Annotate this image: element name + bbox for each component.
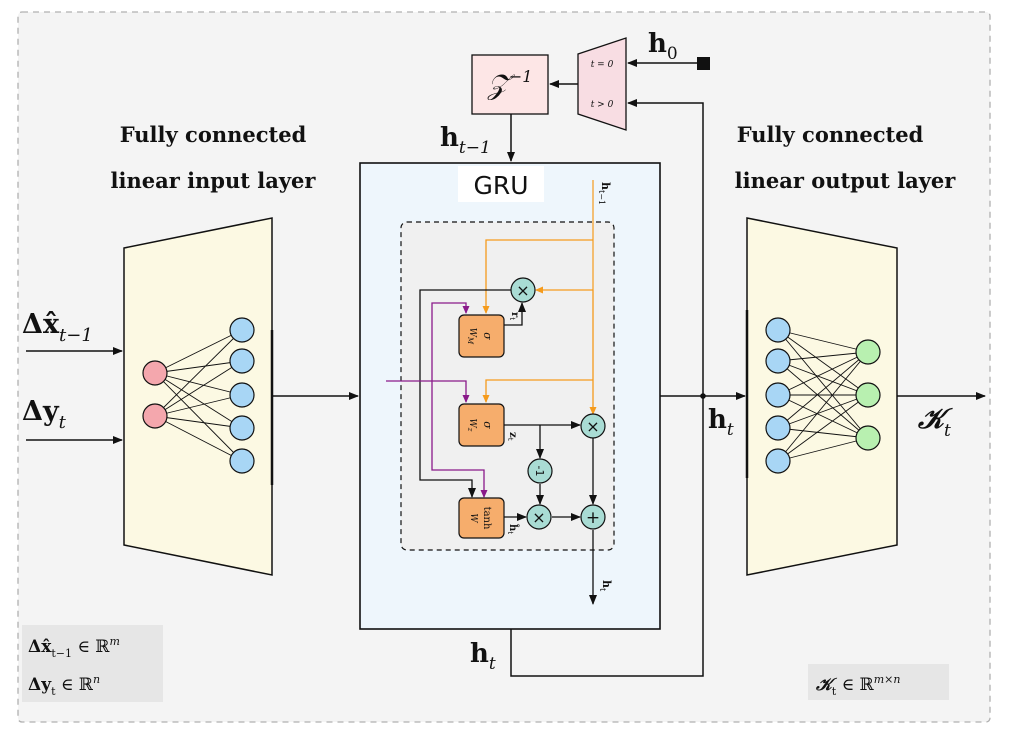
input-layer-title-line1: Fully connected <box>120 122 307 147</box>
delay-box <box>471 54 549 115</box>
input-layer-title-line2: linear input layer <box>111 168 317 193</box>
out-hidden-node-2 <box>765 348 791 374</box>
input-dx-label: Δx̂t−1 <box>22 309 93 346</box>
output-node-1 <box>855 339 881 365</box>
op-mult-reset: × <box>510 277 536 303</box>
hidden-node-2 <box>229 348 255 374</box>
legend-right-line1: 𝒦t ∈ ℝm×n <box>815 673 900 698</box>
output-layer-network <box>777 329 869 462</box>
hidden-node-5 <box>229 448 255 474</box>
out-hidden-node-1 <box>765 317 791 343</box>
h0-source-square <box>697 57 710 70</box>
orange-wires <box>482 239 597 415</box>
gate-z: σ Wz <box>458 403 505 447</box>
svg-text:-1: -1 <box>533 466 546 477</box>
r-label: rt <box>508 312 520 320</box>
gru-title: GRU <box>473 171 528 200</box>
black-wires <box>419 289 597 605</box>
h0-label: h0 <box>648 29 678 64</box>
h-prev-label: ht−1 <box>440 123 491 158</box>
delay-label: 𝒵−1 <box>487 67 533 101</box>
svg-text:+: + <box>586 508 600 528</box>
svg-text:σ: σ <box>481 421 494 429</box>
out-hidden-node-4 <box>765 415 791 441</box>
hhat-label: ĥt <box>506 523 519 534</box>
output-layer-title-line1: Fully connected <box>737 122 924 147</box>
legend-left-box <box>22 625 163 702</box>
mux-block <box>577 37 627 131</box>
input-node-1 <box>142 360 168 386</box>
op-mult-update: × <box>580 413 606 439</box>
mux-t0-label: t = 0 <box>591 60 614 70</box>
op-mult-candidate: × <box>526 504 552 530</box>
output-node-2 <box>855 382 881 408</box>
ht-junction-dot <box>700 393 706 399</box>
output-node-3 <box>855 425 881 451</box>
svg-text:Wz: Wz <box>466 419 477 432</box>
mux-tgt0-label: t > 0 <box>591 100 614 110</box>
out-hidden-node-3 <box>765 382 791 408</box>
input-layer-trapezoid <box>123 217 273 576</box>
gate-r: σ WM <box>458 314 505 358</box>
svg-text:×: × <box>532 508 545 527</box>
op-minus-one: -1 <box>527 458 553 484</box>
hidden-node-1 <box>229 317 255 343</box>
svg-text:tanh: tanh <box>481 507 492 530</box>
out-hidden-node-5 <box>765 448 791 474</box>
svg-text:WM: WM <box>466 328 477 345</box>
legend-left-line1: Δx̂t−1 ∈ ℝm <box>28 635 120 660</box>
purple-wires <box>386 302 488 498</box>
input-layer-network <box>154 329 243 462</box>
hidden-node-4 <box>229 415 255 441</box>
gru-title-bg <box>458 166 544 202</box>
ht-side-label: ht <box>708 405 734 440</box>
ht-bottom-label: ht <box>470 639 496 674</box>
svg-text:σ: σ <box>481 332 494 340</box>
ht-feedback-path <box>510 99 704 677</box>
svg-text:×: × <box>516 281 529 300</box>
gru-inner-region <box>400 221 615 551</box>
svg-text:W: W <box>468 513 478 523</box>
hidden-node-3 <box>229 382 255 408</box>
op-plus: + <box>580 504 606 530</box>
input-node-2 <box>142 403 168 429</box>
svg-text:×: × <box>586 417 599 436</box>
legend-left-line2: Δyt ∈ ℝn <box>28 673 100 698</box>
input-dy-label: Δyt <box>22 396 67 433</box>
z-label: zt <box>506 432 518 441</box>
legend-right-box <box>808 664 949 700</box>
gate-h: tanh W <box>458 497 505 539</box>
output-layer-title-line2: linear output layer <box>735 168 957 193</box>
